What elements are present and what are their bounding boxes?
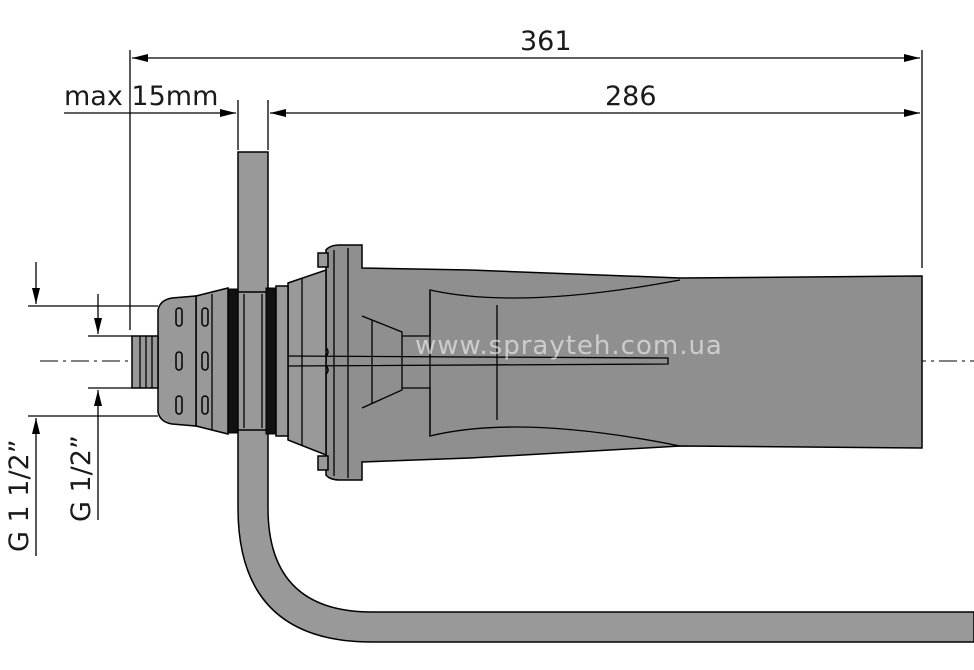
overall-length-label: 361 bbox=[520, 26, 572, 57]
inlet-body bbox=[157, 295, 209, 427]
wall-thickness-label: max 15mm bbox=[64, 81, 218, 112]
gasket bbox=[227, 288, 239, 434]
bolt-bottom bbox=[317, 455, 329, 471]
lock-nut bbox=[195, 287, 229, 435]
dimension-overall-length: 361 bbox=[129, 26, 923, 330]
outer-thread-label: G 1 1/2” bbox=[4, 439, 35, 552]
dimension-outer-thread: G 1 1/2” bbox=[4, 262, 158, 556]
threaded-collar bbox=[237, 285, 289, 437]
eductor-body bbox=[285, 244, 923, 481]
bolt-top bbox=[317, 252, 329, 268]
inlet-stub bbox=[131, 335, 159, 389]
dimension-nozzle-length: 286 max 15mm bbox=[64, 81, 920, 150]
dimension-inner-thread: G 1/2” bbox=[66, 294, 132, 522]
nozzle-length-label: 286 bbox=[605, 81, 657, 112]
inner-thread-label: G 1/2” bbox=[66, 435, 97, 522]
watermark: www.sprayteh.com.ua bbox=[415, 331, 723, 361]
tank-wall bbox=[237, 151, 974, 643]
